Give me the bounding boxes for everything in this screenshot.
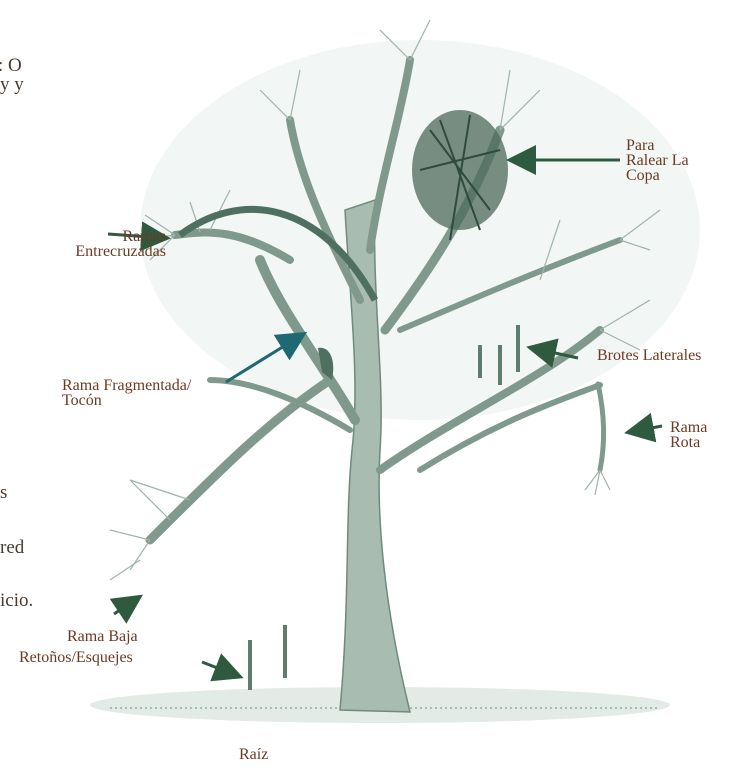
label-ralear: Para Ralear La Copa [626,138,689,183]
label-raiz: Raíz [239,747,268,762]
label-baja: Rama Baja [67,629,138,644]
label-rota-line-2: Rota [670,435,707,450]
label-entrecruzadas-line-2: Entrecruzadas [40,244,166,259]
label-rota: Rama Rota [670,420,707,450]
label-ralear-line-1: Para [626,138,689,153]
label-fragmentada-line-2: Tocón [62,393,191,408]
label-fragmentada: Rama Fragmentada/ Tocón [62,378,191,408]
cut-text-5: icio. [0,592,33,610]
cut-text-4: red [0,539,24,557]
cut-text-2: y y [0,76,24,94]
cut-text-1: : O [0,57,22,75]
cut-text-3: s [0,484,7,502]
arrow-rota [630,426,662,432]
label-rota-line-1: Rama [670,420,707,435]
label-entrecruzadas: Ramas Entrecruzadas [40,229,166,259]
label-retonos: Retoños/Esquejes [19,650,133,665]
arrow-retonos [202,662,238,676]
label-ralear-line-3: Copa [626,168,689,183]
label-brotes: Brotes Laterales [597,348,701,363]
label-entrecruzadas-line-1: Ramas [40,229,166,244]
arrow-baja [114,598,138,614]
root-suckers [250,625,285,690]
label-fragmentada-line-1: Rama Fragmentada/ [62,378,191,393]
label-ralear-line-2: Ralear La [626,153,689,168]
